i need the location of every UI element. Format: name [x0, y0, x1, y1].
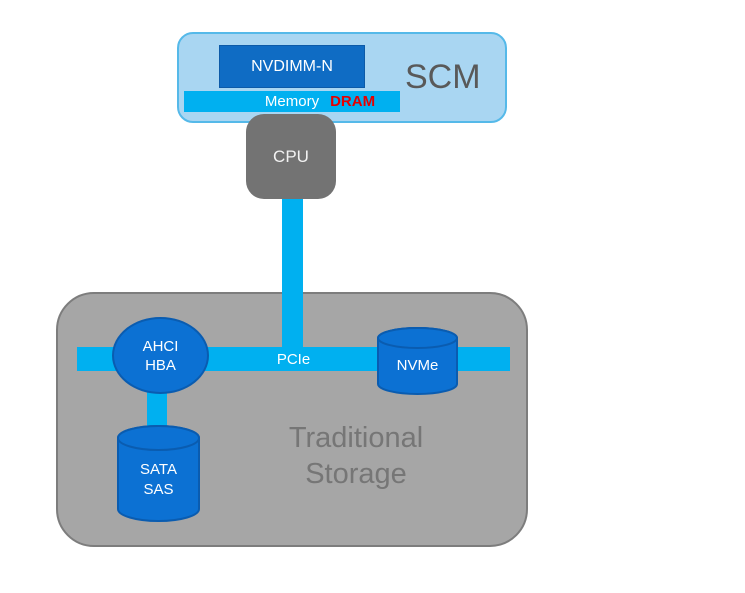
cylinder-lid	[117, 425, 200, 451]
scm-label: SCM	[405, 58, 481, 96]
traditional-storage-label: Traditional Storage	[288, 422, 424, 490]
cylinder-lid	[377, 327, 458, 349]
ahci-sata-link	[147, 388, 167, 430]
cpu-block: CPU	[246, 114, 336, 199]
sata-sas-cylinder	[117, 425, 200, 522]
ahci-line1: AHCI	[142, 337, 179, 355]
pcie-label: PCIe	[276, 350, 311, 368]
cpu-pcie-link	[282, 198, 303, 371]
sata-sas-label: SATA SAS	[116, 460, 201, 500]
memory-label: Memory	[264, 93, 320, 110]
nvdimm-block: NVDIMM-N	[219, 45, 365, 88]
nvme-label: NVMe	[396, 357, 439, 374]
nvdimm-label: NVDIMM-N	[251, 57, 333, 75]
nvme-cylinder	[377, 327, 458, 395]
memory-bus-bar: Memory DRAM	[184, 91, 400, 112]
dram-label: DRAM	[330, 93, 376, 110]
sata-line2: SAS	[143, 481, 174, 498]
sata-line1: SATA	[140, 461, 177, 478]
cpu-label: CPU	[273, 146, 309, 166]
ahci-hba-node: AHCI HBA	[112, 317, 209, 394]
ahci-line2: HBA	[145, 356, 176, 374]
